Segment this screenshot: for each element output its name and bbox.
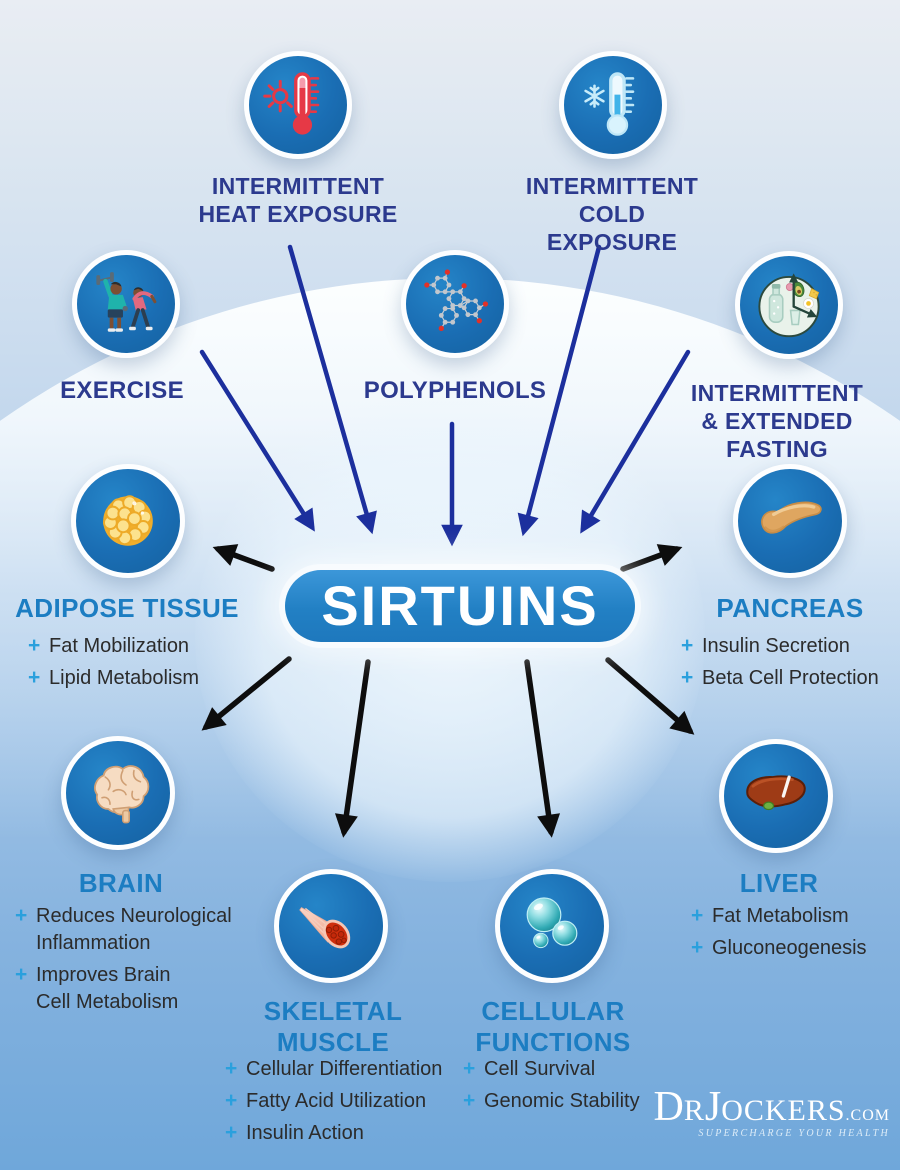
- activator-polyphenols-circle: [401, 250, 509, 358]
- activator-fasting-circle: [735, 251, 843, 359]
- arrow-sirtuins-to-brain: [201, 656, 292, 731]
- plus-icon: +: [463, 1057, 476, 1080]
- activator-exercise-label: EXERCISE: [60, 377, 184, 404]
- skeletal-benefits-list: +Cellular Differentiation +Fatty Acid Ut…: [225, 1056, 465, 1152]
- list-item: +Fat Metabolism: [691, 904, 849, 927]
- arrow-cold-to-sirtuins: [517, 244, 602, 537]
- organ-pancreas-circle: [733, 464, 847, 578]
- activator-cold-label: INTERMITTENT COLD EXPOSURE: [525, 173, 699, 255]
- list-item: +Insulin Action: [225, 1121, 364, 1144]
- list-item: +Gluconeogenesis: [691, 936, 867, 959]
- fasting-clock-icon: [758, 273, 820, 338]
- organ-brain-circle: [61, 736, 175, 850]
- arrow-sirtuins-to-liver: [605, 657, 695, 735]
- liver-icon: [746, 775, 806, 811]
- plus-icon: +: [225, 1121, 238, 1144]
- activator-cold-circle: [559, 51, 667, 159]
- organ-skeletal-circle: [274, 869, 388, 983]
- list-item: +Genomic Stability: [463, 1089, 640, 1112]
- drjockers-logo-tagline: SUPERCHARGE YOUR HEALTH: [698, 1128, 890, 1139]
- pancreas-icon: [761, 501, 822, 534]
- list-item: +Fat Mobilization: [28, 634, 190, 657]
- plus-icon: +: [463, 1089, 476, 1112]
- plus-icon: +: [15, 904, 28, 927]
- pancreas-benefits-list: +Insulin Secretion +Beta Cell Protection: [681, 633, 896, 697]
- arrow-sirtuins-to-skeletal-muscle: [334, 659, 371, 838]
- arrow-sirtuins-to-adipose: [212, 544, 275, 572]
- polyphenol-molecule-icon: [424, 269, 489, 331]
- list-item: +Beta Cell Protection: [681, 666, 879, 689]
- cold-thermometer-icon: [584, 72, 635, 136]
- heat-thermometer-icon: [263, 72, 320, 135]
- adipose-benefits-list: +Fat Mobilization +Lipid Metabolism: [28, 633, 258, 697]
- plus-icon: +: [28, 666, 41, 689]
- arrow-fasting-to-sirtuins: [580, 349, 691, 534]
- plus-icon: +: [28, 634, 41, 657]
- organ-pancreas-label: PANCREAS: [716, 593, 864, 623]
- activator-fasting-label: INTERMITTENT & EXTENDED FASTING: [690, 380, 864, 462]
- plus-icon: +: [225, 1057, 238, 1080]
- arrow-sirtuins-to-pancreas: [620, 544, 683, 572]
- list-item: +Fatty Acid Utilization: [225, 1089, 427, 1112]
- plus-icon: +: [681, 666, 694, 689]
- list-item: +Lipid Metabolism: [28, 666, 200, 689]
- arrow-heat-to-sirtuins: [287, 244, 377, 535]
- list-item: +Cellular Differentiation: [225, 1057, 443, 1080]
- liver-benefits-list: +Fat Metabolism +Gluconeogenesis: [691, 903, 896, 967]
- adipose-tissue-icon: [103, 495, 153, 546]
- organ-cellular-label: CELLULAR FUNCTIONS: [475, 996, 631, 1057]
- activator-polyphenols-label: POLYPHENOLS: [363, 377, 547, 404]
- cell-bubbles-icon: [526, 897, 578, 949]
- skeletal-muscle-icon: [299, 907, 351, 949]
- plus-icon: +: [225, 1089, 238, 1112]
- list-item: +Improves Brain Cell Metabolism: [15, 963, 179, 1013]
- organ-adipose-label: ADIPOSE TISSUE: [15, 593, 239, 623]
- list-item: +Reduces Neurological Inflammation: [15, 904, 232, 954]
- sirtuins-title: SIRTUINS: [321, 574, 599, 637]
- plus-icon: +: [681, 634, 694, 657]
- plus-icon: +: [691, 904, 704, 927]
- cellular-benefits-list: +Cell Survival +Genomic Stability: [463, 1056, 683, 1120]
- plus-icon: +: [15, 963, 28, 986]
- activator-heat-label: INTERMITTENT HEAT EXPOSURE: [198, 173, 398, 227]
- arrow-sirtuins-to-cellular-functions: [524, 659, 561, 838]
- list-item: +Insulin Secretion: [681, 634, 850, 657]
- organ-liver-label: LIVER: [739, 868, 819, 898]
- plus-icon: +: [691, 936, 704, 959]
- activator-exercise-circle: [72, 250, 180, 358]
- organ-cellular-circle: [495, 869, 609, 983]
- exercise-people-icon: [96, 272, 157, 332]
- organ-skeletal-label: SKELETAL MUSCLE: [263, 996, 403, 1057]
- list-item: +Cell Survival: [463, 1057, 596, 1080]
- brain-icon: [94, 765, 150, 824]
- organ-brain-label: BRAIN: [78, 868, 164, 898]
- sirtuins-pill: SIRTUINS: [285, 570, 635, 642]
- drjockers-logo: DRJOCKERS.COM SUPERCHARGE YOUR HEALTH: [638, 1086, 890, 1139]
- activator-heat-circle: [244, 51, 352, 159]
- organ-adipose-circle: [71, 464, 185, 578]
- drjockers-logo-wordmark: DRJOCKERS.COM: [653, 1084, 890, 1130]
- organ-liver-circle: [719, 739, 833, 853]
- arrow-exercise-to-sirtuins: [199, 349, 315, 532]
- brain-benefits-list: +Reduces Neurological Inflammation +Impr…: [15, 903, 235, 1021]
